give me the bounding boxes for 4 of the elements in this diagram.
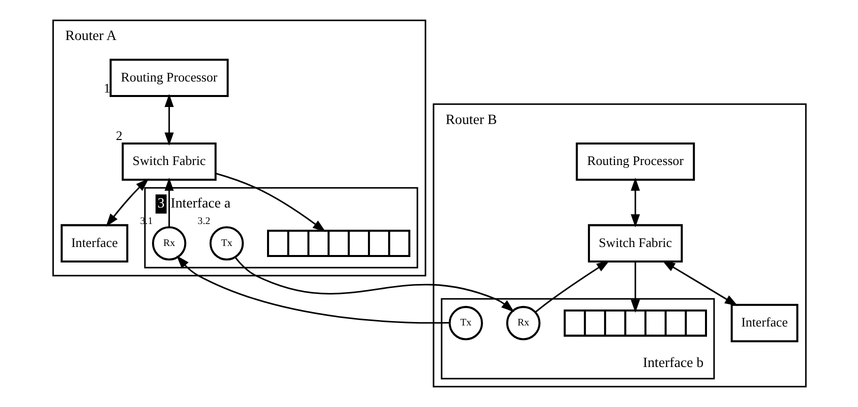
node-label: 3.2 (197, 216, 210, 228)
node-label: 2 (115, 128, 122, 143)
node-label: 3 (157, 196, 164, 212)
node-label: 1 (103, 80, 110, 96)
